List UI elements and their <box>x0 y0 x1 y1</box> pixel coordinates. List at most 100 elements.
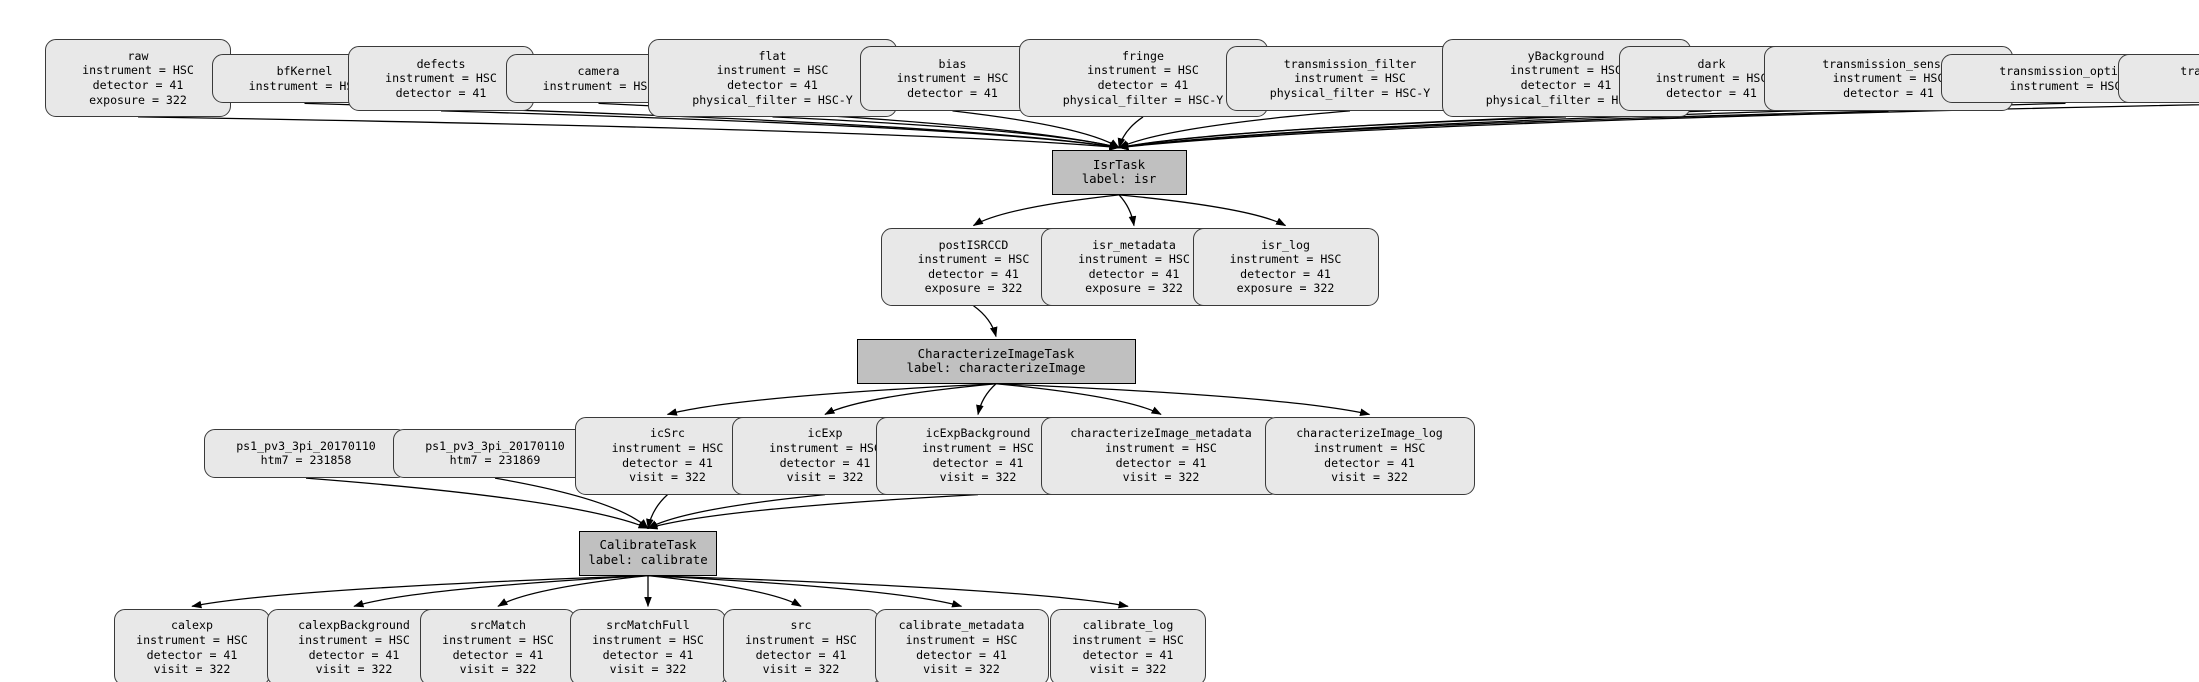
node-attr: instrument = HSC <box>611 441 724 456</box>
node-attr: instrument = HSC <box>1294 71 1406 86</box>
node-title: ps1_pv3_3pi_20170110 <box>425 438 565 453</box>
edge-yBackground-to-IsrTask <box>1118 116 1567 150</box>
node-title: fringe <box>1122 48 1164 63</box>
node-attr: detector = 41 <box>932 455 1024 470</box>
node-attr: visit = 322 <box>315 662 393 677</box>
node-attr: physical_filter = HSC-Y <box>1269 85 1431 100</box>
edge-icSrc-to-CalibrateTask <box>646 494 668 530</box>
node-attr: instrument = HSC <box>442 632 554 647</box>
node-attr: exposure = 322 <box>1085 281 1183 296</box>
edge-raw-to-IsrTask <box>137 116 1120 151</box>
node-attr: label: characterizeImage <box>906 360 1086 376</box>
node-title: isr_log <box>1261 237 1310 252</box>
node-attr: instrument = HSC <box>542 78 655 93</box>
dataset-node-transmission_atmosphere[interactable]: transmission_atmosphereinstrument = HSC <box>2118 53 2199 104</box>
edge-CharacterizeImageTask-to-icExpBackground <box>976 383 997 416</box>
node-attr: instrument = HSC <box>385 71 497 86</box>
node-attr: physical_filter = HSC-Y <box>1485 92 1647 107</box>
node-title: calibrate_metadata <box>898 618 1025 633</box>
edge-CalibrateTask-to-calexp <box>191 574 649 609</box>
edge-CalibrateTask-to-src <box>647 574 802 607</box>
node-attr: detector = 41 <box>1520 77 1612 92</box>
node-attr: instrument = HSC <box>248 78 361 93</box>
node-attr: exposure = 322 <box>924 281 1023 296</box>
node-attr: instrument = HSC <box>1087 63 1199 78</box>
node-attr: htm7 = 231869 <box>449 453 541 468</box>
node-title: icExp <box>807 426 843 441</box>
node-attr: detector = 41 <box>452 647 544 662</box>
node-title: bfKernel <box>276 64 333 79</box>
node-title: yBackground <box>1527 48 1605 63</box>
edge-IsrTask-to-isr_log <box>1118 194 1287 227</box>
node-title: srcMatchFull <box>606 618 690 633</box>
node-attr: instrument = HSC <box>1078 252 1190 267</box>
node-title: srcMatch <box>470 618 526 633</box>
node-attr: visit = 322 <box>153 662 231 677</box>
node-title: icSrc <box>650 426 685 441</box>
node-attr: exposure = 322 <box>1236 281 1335 296</box>
node-title: flat <box>758 48 787 63</box>
node-title: calexp <box>171 618 213 633</box>
node-attr: instrument = HSC <box>2009 78 2122 93</box>
edge-CharacterizeImageTask-to-characterizeImage_log <box>995 383 1371 416</box>
edge-IsrTask-to-isr_metadata <box>1118 194 1137 227</box>
node-title: transmission_filter <box>1283 56 1417 71</box>
node-attr: visit = 322 <box>939 470 1017 485</box>
node-attr: instrument = HSC <box>136 632 248 647</box>
node-attr: exposure = 322 <box>89 92 187 107</box>
edge-fringe-to-IsrTask <box>1117 116 1144 149</box>
node-attr: detector = 41 <box>146 647 238 662</box>
edge-CharacterizeImageTask-to-icExp <box>824 383 997 416</box>
node-attr: detector = 41 <box>928 266 1019 281</box>
node-attr: instrument = HSC <box>82 63 194 78</box>
node-attr: detector = 41 <box>727 77 818 92</box>
node-title: raw <box>127 48 149 63</box>
edge-CalibrateTask-to-calibrate_log <box>647 574 1129 609</box>
edge-flat-to-IsrTask <box>772 116 1120 149</box>
node-attr: detector = 41 <box>1115 455 1207 470</box>
node-title: postISRCCD <box>938 237 1009 252</box>
edge-icExp-to-CalibrateTask <box>647 494 826 529</box>
node-attr: visit = 322 <box>1122 470 1200 485</box>
node-attr: instrument = HSC <box>716 63 829 78</box>
node-attr: visit = 322 <box>786 470 864 485</box>
node-attr: instrument = HSC <box>1313 441 1426 456</box>
node-title: calexpBackground <box>298 618 410 633</box>
node-attr: visit = 322 <box>923 662 1000 677</box>
edge-CharacterizeImageTask-to-characterizeImage_metadata <box>995 383 1162 416</box>
edge-CalibrateTask-to-srcMatch <box>497 574 649 607</box>
node-title: transmission_sensor <box>1822 56 1955 71</box>
node-attr: instrument = HSC <box>592 632 704 647</box>
edge-IsrTask-to-postISRCCD <box>972 194 1120 227</box>
node-attr: instrument = HSC <box>1510 63 1622 78</box>
node-attr: instrument = HSC <box>1229 252 1342 267</box>
node-title: calibrate_log <box>1082 618 1174 633</box>
node-attr: visit = 322 <box>459 662 537 677</box>
node-attr: htm7 = 231858 <box>260 453 352 468</box>
edge-CharacterizeImageTask-to-icSrc <box>666 383 997 416</box>
node-title: isr_metadata <box>1092 237 1176 252</box>
node-attr: detector = 41 <box>1097 77 1189 92</box>
